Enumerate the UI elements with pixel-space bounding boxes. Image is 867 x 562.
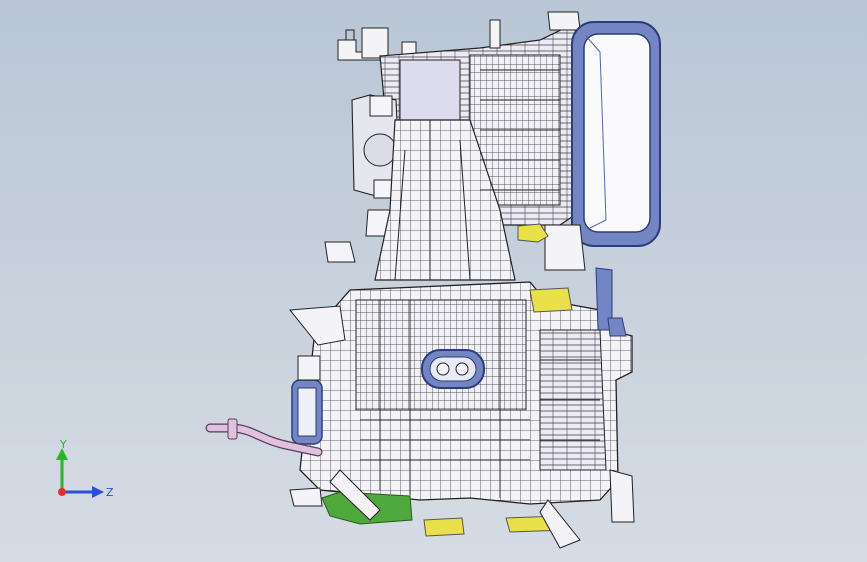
x-axis-dot (58, 488, 66, 496)
top-bracket-left (337, 27, 417, 61)
y-axis-label: Y (59, 438, 67, 451)
drain-hose (205, 418, 323, 457)
coordinate-triad-icon: Y Z (56, 438, 114, 499)
bottom-parts (289, 469, 581, 549)
yellow-connector-mid (529, 287, 573, 313)
filter-seal (571, 21, 661, 247)
y-axis-arrow (56, 448, 68, 460)
right-column (517, 223, 586, 271)
left-flange (291, 355, 323, 445)
z-axis-label: Z (106, 486, 114, 499)
z-axis-arrow (92, 486, 104, 498)
drain-port (421, 349, 485, 389)
motor-assembly (324, 94, 401, 263)
detail-lines (360, 69, 600, 498)
